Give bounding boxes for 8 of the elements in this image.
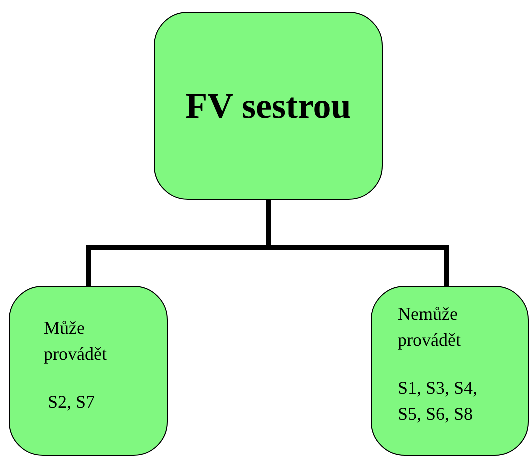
rounded-box xyxy=(9,286,168,456)
box-title: FV sestrou xyxy=(186,85,352,127)
box-text: Může provádět xyxy=(44,317,108,366)
box-text: S2, S7 xyxy=(48,391,96,414)
rounded-box xyxy=(371,286,529,456)
box-text: Nemůže provádět xyxy=(398,303,462,352)
box-text: S1, S3, S4, S5, S6, S8 xyxy=(398,377,479,426)
rounded-box xyxy=(154,12,383,200)
